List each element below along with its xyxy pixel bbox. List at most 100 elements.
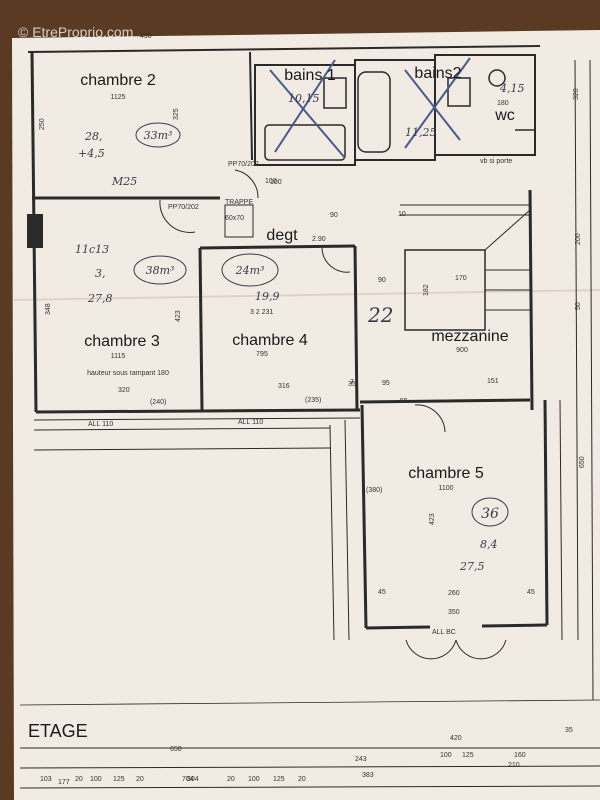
level-label: ETAGE bbox=[28, 721, 88, 741]
paper-fold bbox=[13, 289, 600, 301]
note-chambre4-1: 19,9 bbox=[255, 290, 280, 303]
dimension-label: 100 bbox=[90, 776, 102, 783]
dimension-label: 125 bbox=[273, 776, 285, 783]
dimension-label: 316 bbox=[278, 383, 290, 390]
dimension-label: 325 bbox=[173, 108, 180, 120]
dimension-label: 243 bbox=[355, 756, 367, 763]
dimension-label: 304 bbox=[187, 776, 199, 783]
dimension-label: 100 bbox=[265, 178, 277, 185]
dimension-label: 45 bbox=[527, 589, 535, 596]
dimension-label: (240) bbox=[150, 399, 166, 406]
label-allbc: ALL BC bbox=[432, 629, 456, 636]
dimension-label: 320 bbox=[573, 88, 580, 100]
note-chambre2-2: +4,5 bbox=[78, 147, 105, 160]
dimension-label: 50 bbox=[575, 302, 582, 310]
dimension-label: 35 bbox=[348, 381, 356, 388]
dimension-label: 210 bbox=[508, 762, 520, 769]
dimension-label: 90 bbox=[330, 212, 338, 219]
note-chambre3-2: 3, bbox=[95, 267, 106, 280]
note-chambre2-3: M25 bbox=[111, 175, 137, 188]
dimension-label: 125 bbox=[462, 752, 474, 759]
dimension-label: 320 bbox=[118, 387, 130, 394]
dimension-label: 103 bbox=[40, 776, 52, 783]
note-mezzanine: 22 bbox=[367, 303, 393, 327]
dimension-label: 55 bbox=[400, 398, 408, 405]
dimension-label: 180 bbox=[497, 100, 509, 107]
dimension-label: 260 bbox=[448, 590, 460, 597]
room-dim-degt: 2.90 bbox=[312, 236, 326, 243]
note-chambre5-1: 8,4 bbox=[480, 538, 498, 551]
dimension-label: 182 bbox=[423, 284, 430, 296]
note-chambre2-1: 28, bbox=[84, 130, 103, 143]
dimension-label: 20 bbox=[227, 776, 235, 783]
watermark: © EtreProprio.com bbox=[18, 24, 134, 40]
dimension-label: (235) bbox=[305, 397, 321, 404]
room-dim-chambre3: 1115 bbox=[111, 353, 126, 360]
dimension-label: 100 bbox=[440, 752, 452, 759]
note-chambre3-1: 11c13 bbox=[75, 243, 109, 256]
dimension-label: 350 bbox=[448, 609, 460, 616]
label-pp2: PP70/202 bbox=[228, 161, 259, 168]
dimension-label: 20 bbox=[136, 776, 144, 783]
room-label-chambre4: chambre 4 bbox=[232, 332, 308, 349]
volume-chambre5: 36 bbox=[481, 506, 499, 522]
dimension-label: 95 bbox=[382, 380, 390, 387]
room-label-mezzanine: mezzanine bbox=[431, 328, 508, 345]
dimension-label: 200 bbox=[575, 233, 582, 245]
label-trappe-dim: 60x70 bbox=[225, 215, 244, 222]
note-chambre3-3: 27,8 bbox=[87, 292, 113, 305]
note-chambre5-2: 27,5 bbox=[459, 560, 485, 573]
dimension-label: 177 bbox=[58, 779, 70, 786]
note-bains1: 10,15 bbox=[288, 92, 320, 105]
dimension-label: 151 bbox=[487, 378, 499, 385]
room-label-bains1: bains 1 bbox=[284, 67, 336, 84]
walls bbox=[19, 45, 600, 789]
room-label-bains2: bains2 bbox=[414, 65, 461, 82]
dimension-label: 450 bbox=[140, 33, 152, 40]
room-label-chambre3: chambre 3 bbox=[84, 333, 160, 350]
dimension-label: 90 bbox=[378, 277, 386, 284]
dimension-label: 383 bbox=[362, 772, 374, 779]
dimension-label: 423 bbox=[429, 513, 436, 525]
room-label-chambre5: chambre 5 bbox=[408, 465, 484, 482]
label-all110a: ALL 110 bbox=[88, 421, 113, 428]
dimension-label: 20 bbox=[75, 776, 83, 783]
label-pp1: PP70/202 bbox=[168, 204, 199, 211]
dimension-label: 20 bbox=[298, 776, 306, 783]
room-dim-mezzanine: 900 bbox=[456, 347, 468, 354]
dimension-label: 100 bbox=[270, 179, 282, 186]
room-dim-chambre4: 795 bbox=[256, 351, 268, 358]
label-trappe: TRAPPE bbox=[225, 199, 253, 206]
dimension-label: 7 bbox=[350, 379, 354, 386]
dimension-label: 420 bbox=[450, 735, 462, 742]
dimension-label: 250 bbox=[39, 118, 46, 130]
dimension-label: 650 bbox=[579, 456, 586, 468]
volume-chambre4: 24m³ bbox=[235, 264, 265, 277]
dimension-label: 100 bbox=[248, 776, 260, 783]
note-chambre4-2: 3 2 231 bbox=[250, 309, 273, 316]
dimension-label: 35 bbox=[565, 727, 573, 734]
label-all110b: ALL 110 bbox=[238, 419, 263, 426]
dimension-label: 650 bbox=[170, 746, 182, 753]
dimension-label: 764 bbox=[182, 776, 194, 783]
dimension-label: 10 bbox=[398, 211, 406, 218]
volume-chambre3: 38m³ bbox=[146, 264, 175, 277]
room-subtitle-chambre3: hauteur sous rampant 180 bbox=[87, 370, 169, 377]
dims-top: 450 250 325 100 180 bbox=[39, 33, 509, 185]
dimension-label: 170 bbox=[455, 275, 467, 282]
paper-sheet bbox=[12, 30, 600, 800]
room-label-wc: wc bbox=[494, 107, 515, 124]
room-dim-chambre5: 1100 bbox=[438, 485, 453, 492]
dimension-label: (380) bbox=[366, 487, 382, 494]
room-label-degt: degt bbox=[266, 227, 298, 244]
dimension-label: 160 bbox=[514, 752, 526, 759]
dimension-label: 423 bbox=[175, 310, 182, 322]
note-wc: 4,15 bbox=[499, 82, 525, 95]
note-bains2: 11,25 bbox=[405, 126, 437, 139]
room-label-chambre2: chambre 2 bbox=[80, 72, 156, 89]
dimension-label: 348 bbox=[45, 303, 52, 315]
